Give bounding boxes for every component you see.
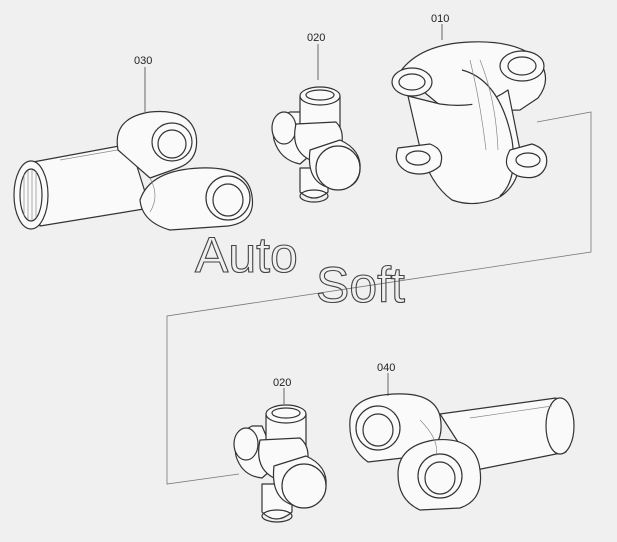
callout-010: 010 [431,13,449,25]
watermark-text-1: Auto [195,227,298,283]
part-030-drawing[interactable] [13,110,254,231]
part-040-drawing[interactable] [349,393,575,511]
callout-020-upper: 020 [307,32,325,44]
part-020-upper-drawing[interactable] [271,86,361,203]
part-010-drawing[interactable] [391,41,548,205]
watermark-text-2: Soft [316,257,405,313]
callout-020-lower: 020 [273,377,291,389]
part-020-lower-drawing[interactable] [233,404,327,523]
assembly-frame-line [166,111,592,485]
callout-040: 040 [377,362,395,374]
callout-030: 030 [134,55,152,67]
